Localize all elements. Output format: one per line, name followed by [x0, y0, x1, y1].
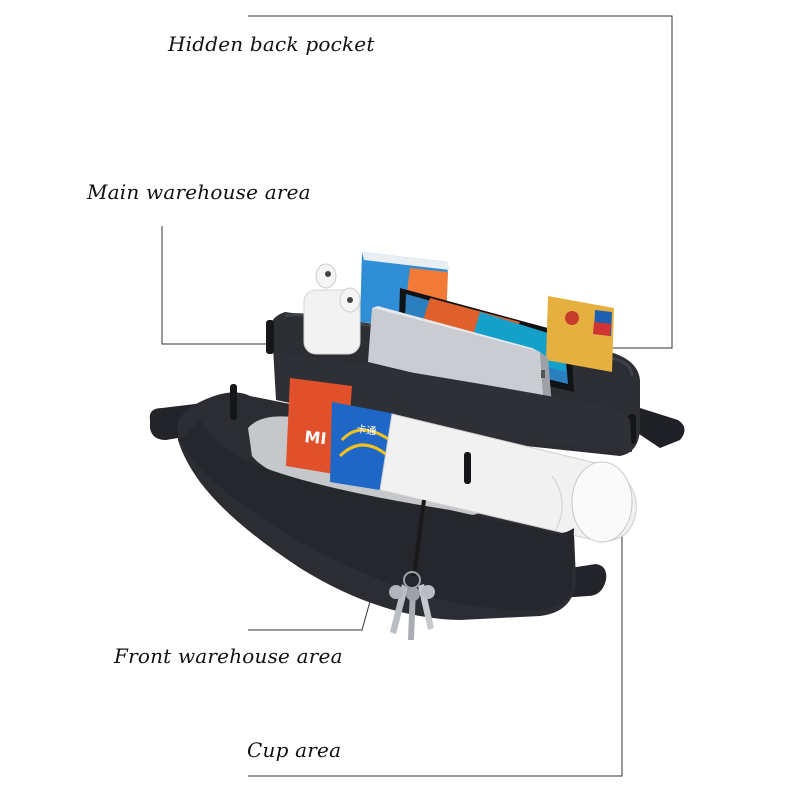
front-zipper-pull-right	[464, 452, 471, 484]
transit-card-text: 卡通	[356, 422, 378, 438]
main-compartment-items	[276, 252, 632, 452]
back-right-strap	[636, 408, 685, 448]
bank-card	[546, 296, 614, 372]
callout-hidden-back-pocket: Hidden back pocket	[168, 32, 375, 56]
xiaomi-card-text: MI	[304, 427, 328, 448]
callout-front-warehouse-area: Front warehouse area	[114, 644, 343, 668]
front-zipper-pull-left	[230, 384, 237, 420]
front-compartment: MI 卡通	[177, 378, 637, 620]
transit-card: 卡通	[330, 402, 396, 492]
front-compartment-flap	[180, 420, 574, 611]
zipper-pull-left	[266, 320, 274, 354]
main-compartment-lip	[276, 352, 632, 452]
power-bank	[368, 306, 552, 406]
leader-lines	[161, 15, 673, 777]
bottle-cap	[571, 461, 633, 543]
keys	[389, 499, 435, 640]
callout-cup-area: Cup area	[247, 738, 342, 762]
key-2	[408, 588, 416, 640]
leader-line-hidden-back-pocket	[248, 15, 673, 349]
earbuds-case	[303, 263, 361, 355]
callout-main-warehouse-area: Main warehouse area	[87, 180, 311, 204]
cup-bottle	[379, 413, 637, 543]
leader-line-cup-area	[248, 500, 623, 777]
key-1	[390, 584, 408, 634]
